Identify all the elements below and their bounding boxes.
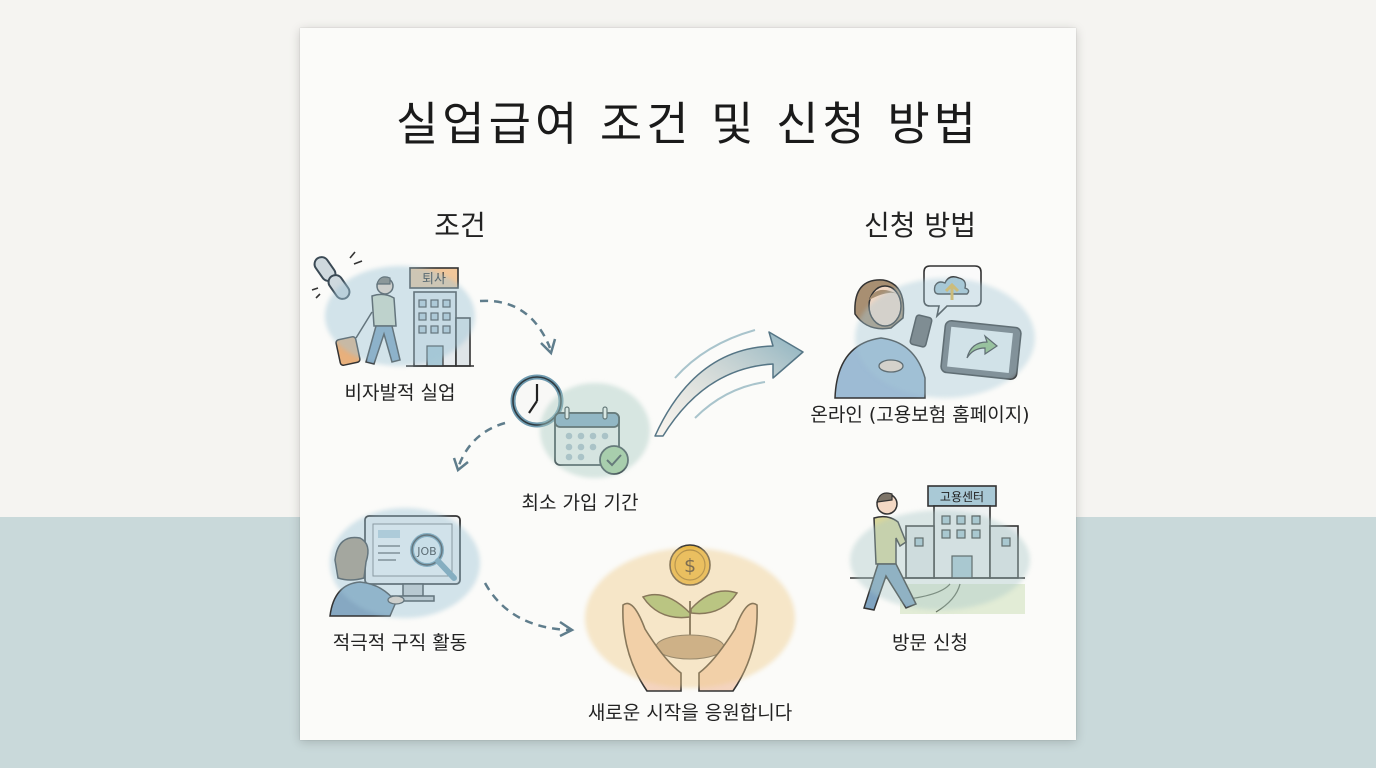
hands-sprout-coin-icon: $ [585,533,795,693]
broken-chain-icon [313,256,351,300]
infographic-card: 실업급여 조건 및 신청 방법 조건 신청 방법 퇴사 [300,28,1076,740]
svg-text:퇴사: 퇴사 [422,272,446,287]
online-phone-tablet-icon [825,258,1035,399]
application-label-visit: 방문 신청 [892,632,968,654]
svg-text:$: $ [684,555,696,577]
encouragement-message: 새로운 시작을 응원합니다 [587,702,793,724]
condition-label-involuntary-unemployment: 비자발적 실업 [344,382,456,404]
application-label-online: 온라인 (고용보험 홈페이지) [810,404,1030,426]
dashed-arrow-icon [483,582,575,638]
curved-arrow-icon [654,329,804,437]
svg-text:고용센터: 고용센터 [940,490,984,504]
svg-text:JOB: JOB [416,545,436,558]
dashed-arrow-icon [479,299,557,356]
employment-center-visit-icon: 고용센터 [840,480,1030,615]
dashed-arrow-icon [452,421,506,473]
application-heading: 신청 방법 [864,209,976,242]
resignation-walking-person-icon: 퇴사 [310,246,500,376]
clock-calendar-check-icon [505,373,655,483]
job-search-computer-icon: JOB [320,498,490,618]
condition-label-minimum-insured-period: 최소 가입 기간 [521,492,639,514]
condition-label-active-job-search: 적극적 구직 활동 [332,632,468,654]
page-title: 실업급여 조건 및 신청 방법 [395,97,980,151]
conditions-heading: 조건 [434,209,486,242]
